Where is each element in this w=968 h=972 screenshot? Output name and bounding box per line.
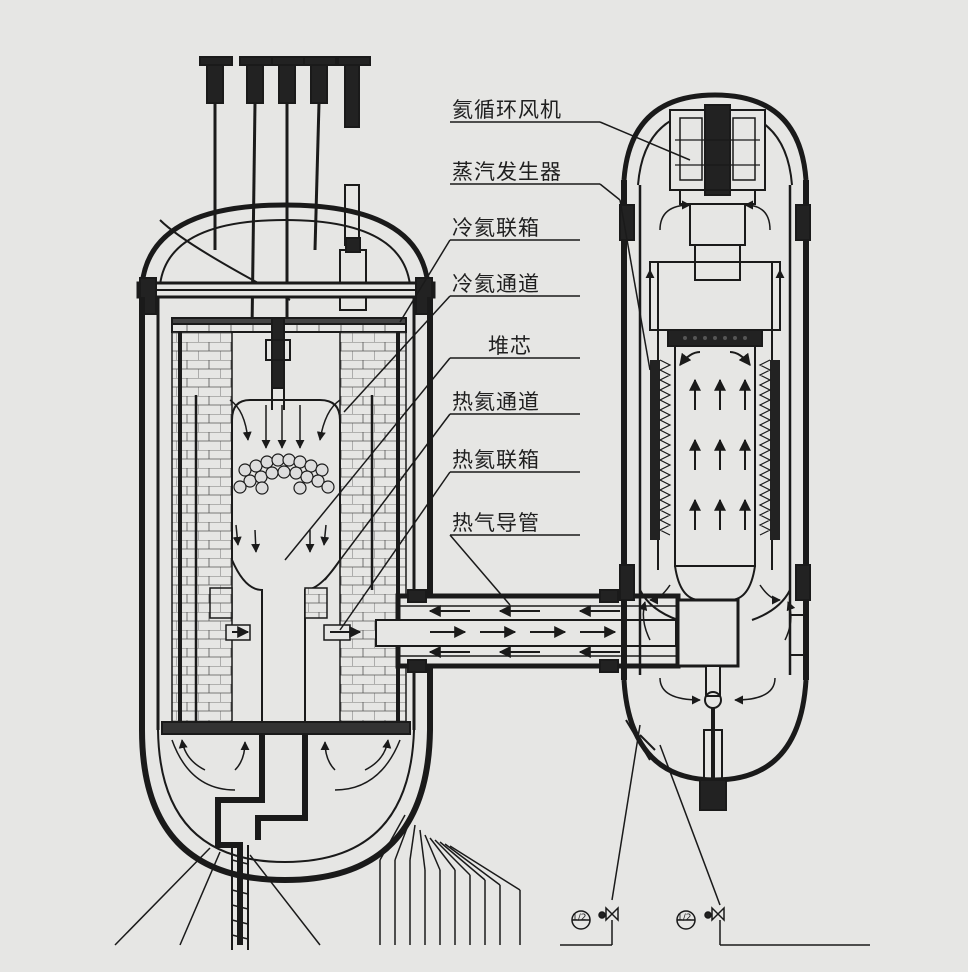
label-hot-helium-plenum: 热氦联箱 xyxy=(452,448,540,472)
label-cold-helium-plenum: 冷氦联箱 xyxy=(452,216,540,240)
label-reactor-core: 堆芯 xyxy=(488,334,532,358)
hot-gas-duct xyxy=(375,589,681,673)
reactor-vessel xyxy=(114,56,521,950)
instrument-fraction-left: 1/2 xyxy=(572,913,587,923)
label-steam-generator: 蒸汽发生器 xyxy=(452,160,562,184)
leader-lines xyxy=(284,121,691,631)
instrument-symbols xyxy=(571,906,725,930)
label-hot-helium-channel: 热氦通道 xyxy=(452,390,540,414)
label-cold-helium-channel: 冷氦通道 xyxy=(452,272,540,296)
steam-generator-vessel xyxy=(560,92,870,946)
label-helium-circulator: 氦循环风机 xyxy=(452,98,562,122)
label-hot-gas-duct: 热气导管 xyxy=(452,511,540,535)
instrument-fraction-right: 1/2 xyxy=(677,913,692,923)
control-rod-drives xyxy=(199,56,371,128)
fuel-pebbles xyxy=(233,453,335,495)
